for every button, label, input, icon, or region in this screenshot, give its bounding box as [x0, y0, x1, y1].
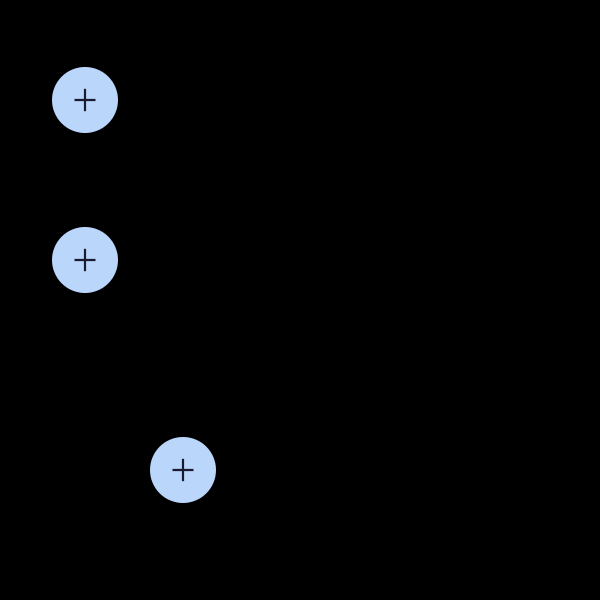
add-node-button-3[interactable] [150, 437, 216, 503]
add-node-button-2[interactable] [52, 227, 118, 293]
plus-icon [72, 247, 98, 273]
plus-icon [72, 87, 98, 113]
plus-icon [170, 457, 196, 483]
add-node-button-1[interactable] [52, 67, 118, 133]
